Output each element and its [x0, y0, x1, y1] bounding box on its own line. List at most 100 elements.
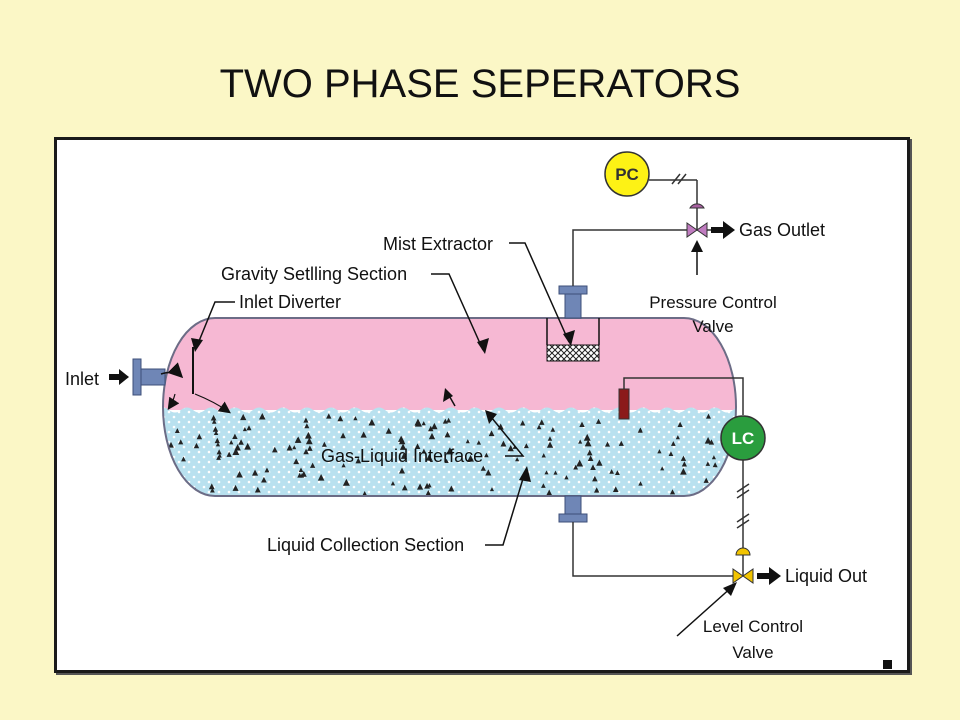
droplet — [232, 448, 240, 455]
slide-title: TWO PHASE SEPERATORS — [219, 62, 741, 106]
mist-extractor-leader-head — [563, 330, 575, 346]
droplet — [259, 412, 266, 420]
droplet — [212, 426, 219, 432]
droplet — [399, 443, 407, 450]
gravity-settling-label: Gravity Setlling Section — [221, 264, 407, 284]
droplet — [307, 445, 313, 451]
droplet — [465, 439, 470, 444]
droplet — [638, 481, 643, 486]
droplet — [196, 433, 203, 440]
level-controller: LC — [720, 415, 766, 461]
separator-diagram-svg: Inlet PC Gas Outlet Pressure Control Val… — [65, 151, 892, 669]
droplet — [251, 469, 259, 476]
droplet — [217, 453, 222, 458]
droplet — [447, 448, 454, 455]
droplet — [303, 448, 309, 455]
droplet — [485, 469, 492, 476]
pressure-controller: PC — [604, 151, 650, 197]
gas-outlet-piping — [572, 173, 733, 286]
droplet — [210, 487, 215, 493]
droplet — [193, 442, 200, 449]
droplet — [236, 471, 243, 478]
pc-tag-label: PC — [615, 165, 639, 184]
droplet — [428, 432, 436, 440]
droplet — [271, 446, 278, 453]
level-control-valve — [732, 547, 754, 584]
droplet — [232, 433, 238, 439]
liquid-collection-leader-head — [519, 466, 531, 482]
droplet — [669, 489, 676, 495]
droplet — [385, 427, 392, 434]
droplet — [264, 467, 270, 473]
droplet — [515, 457, 520, 462]
droplet — [612, 486, 619, 492]
droplet — [246, 425, 252, 431]
droplet — [210, 414, 217, 421]
inlet-diverter-leader-head — [191, 338, 203, 352]
droplet — [547, 436, 553, 441]
droplet — [576, 459, 584, 467]
gas-outlet-arrow-icon — [711, 221, 735, 239]
droplet — [573, 464, 579, 470]
droplet — [360, 431, 367, 438]
droplet — [680, 455, 687, 461]
inlet-diverter-leader — [196, 301, 235, 347]
inlet-label: Inlet — [65, 369, 99, 389]
inlet-nozzle — [132, 358, 184, 396]
droplet — [579, 421, 585, 427]
droplet — [305, 437, 313, 445]
droplet — [545, 489, 553, 496]
droplet — [321, 441, 327, 447]
lc-tag-label: LC — [732, 429, 755, 448]
liquid-collection-label: Liquid Collection Section — [267, 535, 464, 555]
droplet — [670, 441, 676, 446]
corner-marker — [883, 660, 892, 669]
droplet — [226, 451, 232, 457]
droplet — [427, 483, 432, 488]
droplet — [244, 442, 252, 450]
gas-outlet-label: Gas Outlet — [739, 220, 825, 240]
droplet — [564, 475, 569, 480]
gravity-settling-leader-head — [477, 338, 489, 354]
droplet — [488, 430, 495, 437]
droplet — [229, 440, 234, 445]
droplet — [297, 472, 303, 478]
droplet — [340, 432, 346, 439]
droplet — [500, 440, 507, 447]
droplet — [309, 462, 316, 468]
separator-vessel — [162, 317, 737, 497]
droplet — [342, 478, 350, 486]
droplet — [416, 483, 424, 490]
droplet — [716, 485, 722, 490]
level-sensor — [618, 377, 744, 420]
droplet — [232, 484, 239, 491]
liquid-out-arrow-icon — [757, 567, 781, 585]
droplet — [368, 418, 376, 426]
interface-leader-left-head — [443, 388, 453, 402]
droplet — [304, 431, 312, 439]
droplet — [583, 433, 591, 441]
pressure-control-valve — [686, 203, 708, 238]
droplet — [660, 466, 665, 471]
droplet — [668, 451, 674, 457]
droplet — [444, 431, 451, 438]
lcv-pointer-head — [723, 582, 737, 596]
lcv-label-line2: Valve — [732, 643, 773, 662]
droplet — [520, 420, 526, 426]
droplet — [292, 445, 297, 450]
droplet — [703, 477, 709, 483]
droplet — [341, 463, 346, 468]
droplet — [164, 452, 170, 458]
droplet — [729, 466, 734, 471]
droplet — [216, 449, 222, 455]
droplet — [169, 473, 175, 480]
droplet — [421, 421, 426, 426]
droplet — [705, 461, 711, 466]
droplet — [446, 417, 452, 423]
droplet — [166, 491, 173, 496]
droplet — [166, 463, 172, 468]
droplet — [208, 483, 215, 490]
droplet — [489, 487, 494, 492]
mist-extractor-leader — [509, 242, 570, 343]
droplet — [596, 459, 603, 466]
